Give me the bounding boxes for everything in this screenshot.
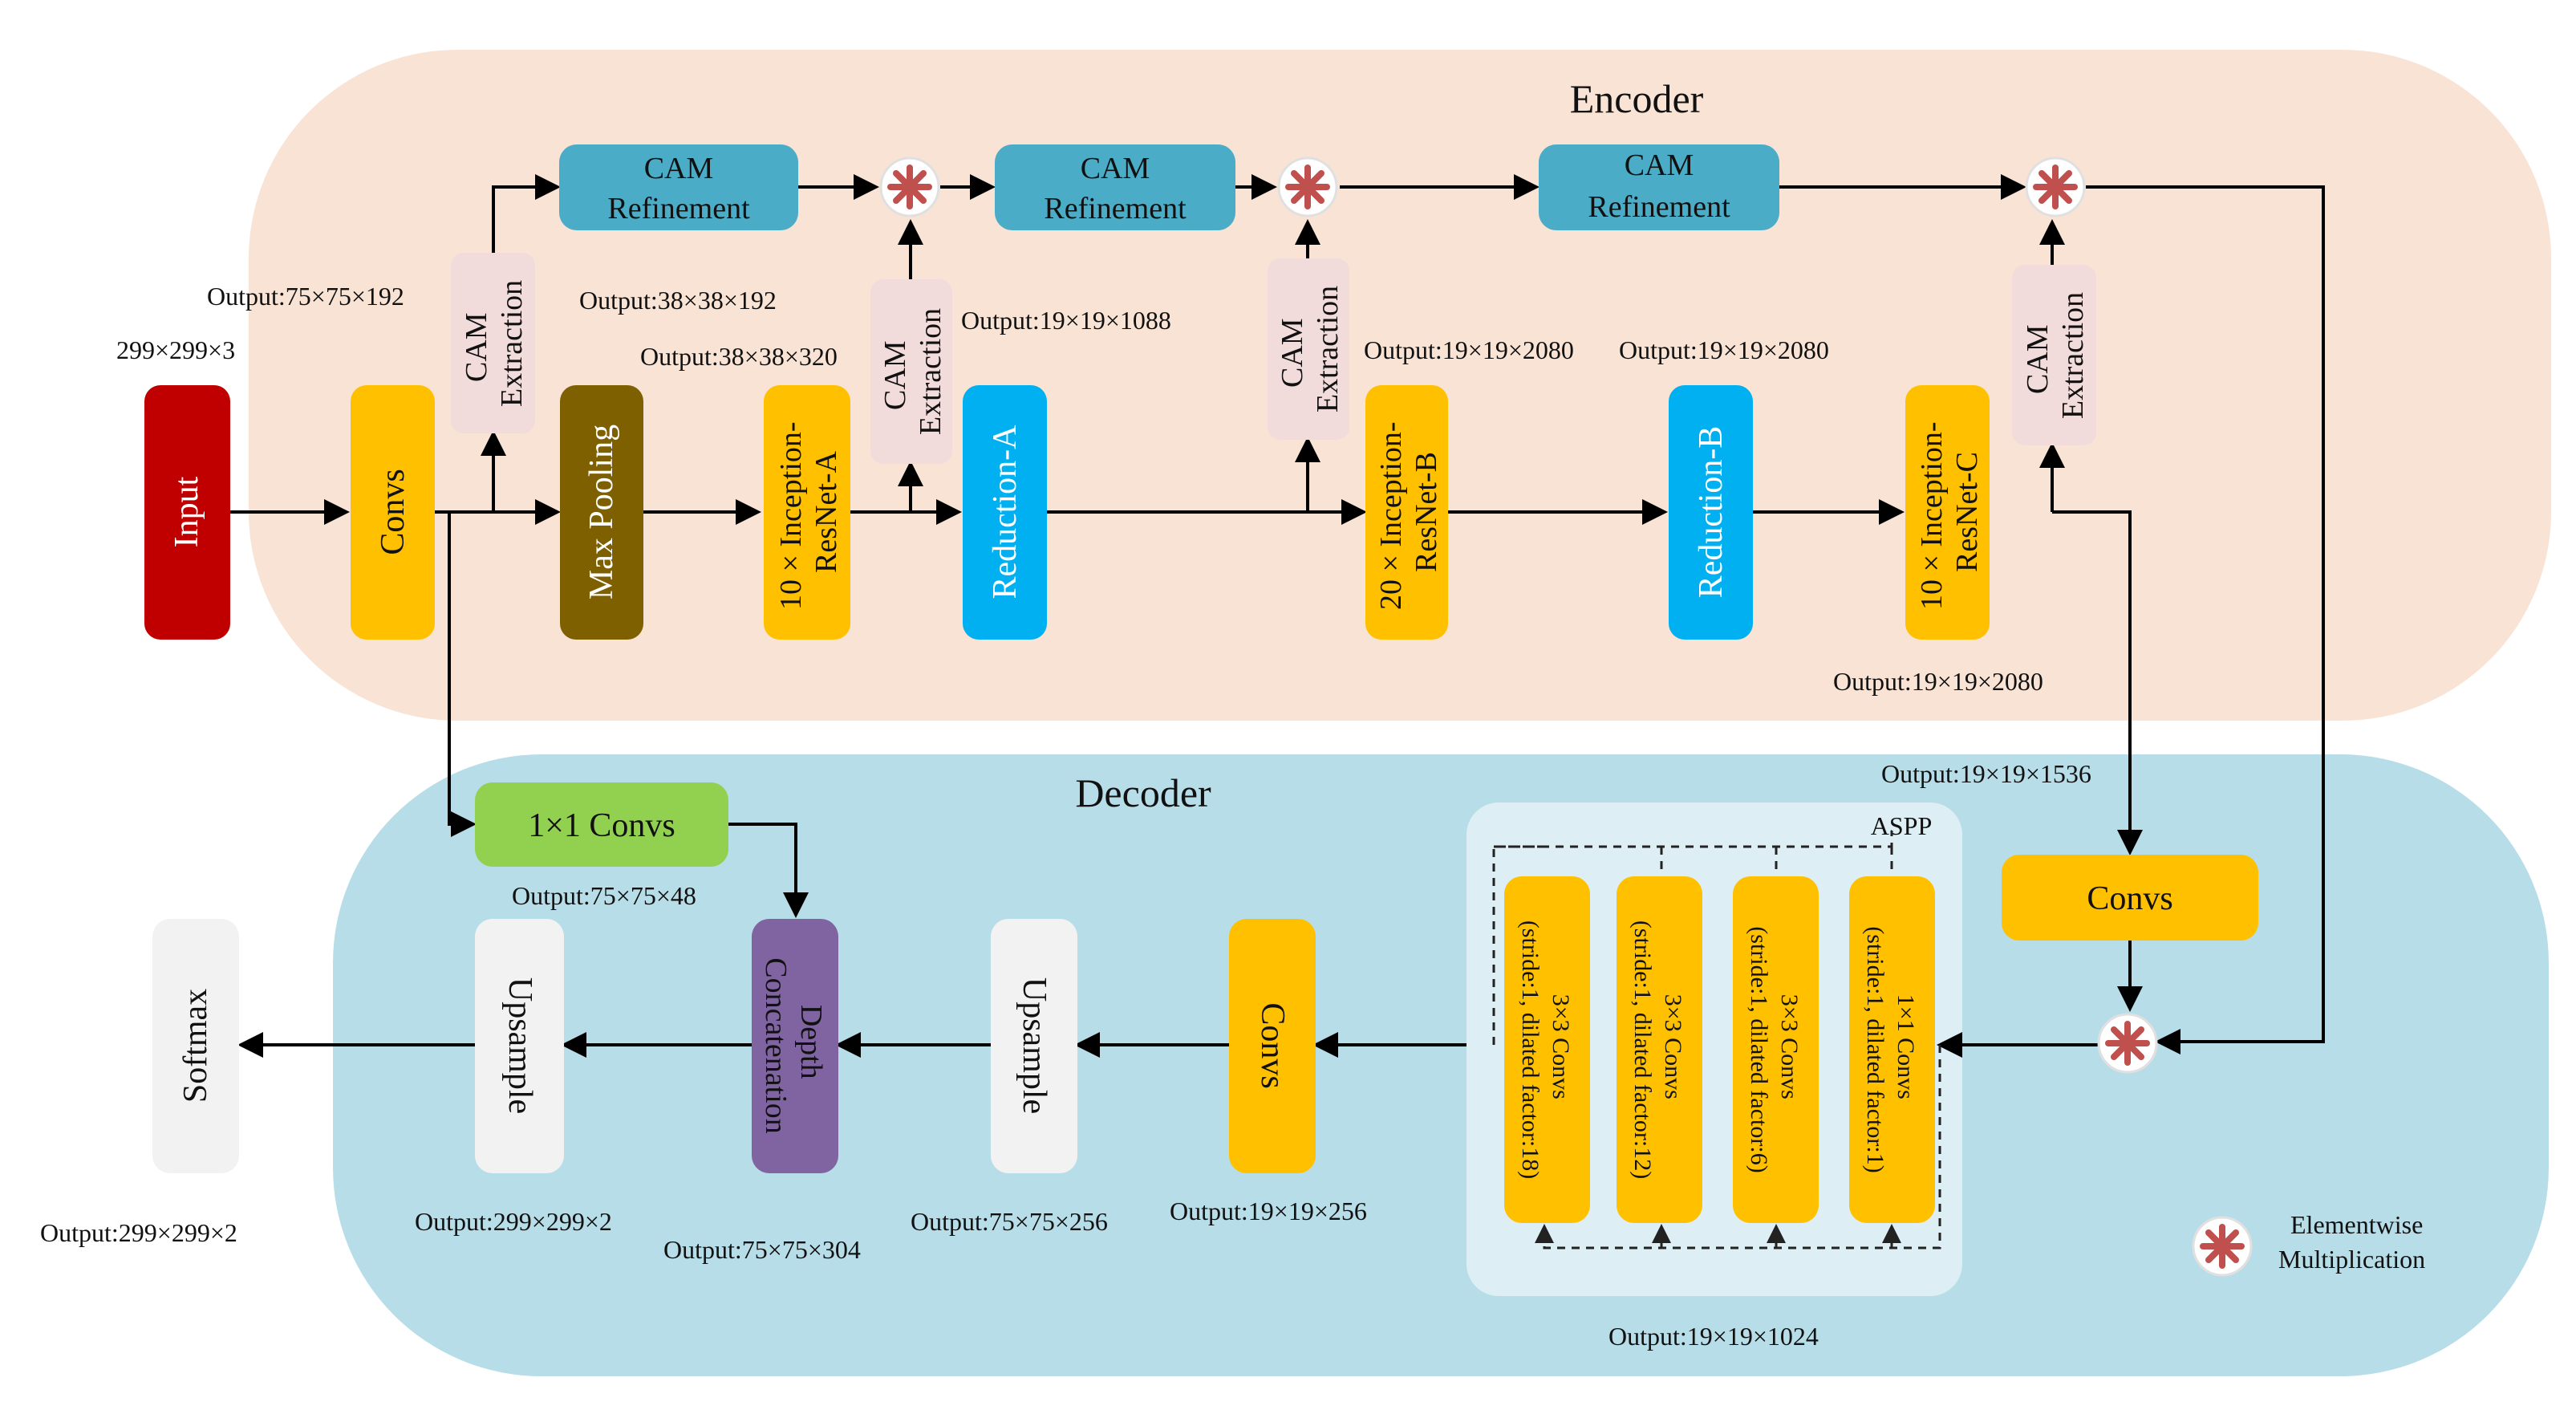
svg-text:Depth Concatenation: Depth Concatenation (759, 957, 828, 1133)
depth-concatenation-block: Depth Concatenation (752, 919, 838, 1173)
svg-text:Max Pooling: Max Pooling (583, 425, 620, 599)
legend-line-1: Elementwise (2290, 1210, 2423, 1239)
output-label: Output:19×19×256 (1170, 1197, 1367, 1225)
svg-text:Convs: Convs (375, 469, 412, 555)
svg-text:Refinement: Refinement (1044, 192, 1187, 226)
svg-text:CAM: CAM (1081, 152, 1150, 185)
output-label: Output:299×299×2 (40, 1218, 237, 1247)
output-label: Output:75×75×304 (663, 1235, 861, 1264)
cam-extraction-2: CAM Extraction (870, 279, 952, 464)
dimension-labels: 299×299×3 Output:75×75×192 Output:38×38×… (40, 282, 2091, 1351)
svg-text:Upsample: Upsample (501, 977, 538, 1114)
max-pooling-block: Max Pooling (560, 385, 643, 640)
convs-block-decoder: Convs (1229, 919, 1316, 1173)
aspp-branch-dilation-18: 3×3 Convs (stride:1, dilated factor:18) (1504, 876, 1590, 1223)
multiply-icon-3 (2026, 158, 2084, 216)
svg-text:Reduction-B: Reduction-B (1693, 426, 1730, 599)
svg-text:Reduction-A: Reduction-A (987, 425, 1024, 599)
conv-1x1-block: 1×1 Convs (475, 782, 728, 867)
multiply-icon-1 (881, 158, 939, 216)
svg-text:CAM Extraction: CAM Extraction (460, 280, 529, 407)
svg-text:CAM Extraction: CAM Extraction (1276, 286, 1345, 412)
output-label: Output:299×299×2 (415, 1207, 612, 1236)
output-label: Output:38×38×320 (640, 342, 838, 371)
output-label: Output:75×75×256 (911, 1207, 1108, 1236)
svg-text:10 × Inception- ResNet-A: 10 × Inception- ResNet-A (774, 414, 843, 610)
svg-text:Refinement: Refinement (1588, 190, 1730, 224)
inception-resnet-b-block: 20 × Inception- ResNet-B (1365, 385, 1448, 640)
multiply-icon-4 (2099, 1014, 2156, 1072)
multiply-icon (2193, 1217, 2251, 1275)
convs-block-encoder: Convs (351, 385, 435, 640)
aspp-branch-dilation-12: 3×3 Convs (stride:1, dilated factor:12) (1617, 876, 1702, 1223)
decoder-title: Decoder (1075, 770, 1211, 815)
svg-text:Refinement: Refinement (607, 192, 750, 226)
svg-text:Softmax: Softmax (177, 989, 214, 1103)
cam-refinement-2: CAM Refinement (995, 144, 1235, 230)
svg-text:Upsample: Upsample (1016, 977, 1053, 1114)
aspp-branch-dilation-6: 3×3 Convs (stride:1, dilated factor:6) (1733, 876, 1819, 1223)
reduction-b-block: Reduction-B (1669, 385, 1753, 640)
svg-text:20 × Inception- ResNet-B: 20 × Inception- ResNet-B (1374, 414, 1443, 610)
convs-block-right: Convs (2002, 855, 2258, 941)
svg-text:3×3 Convs (stride:1, dil: 3×3 Convs (stride:1, dilated factor:12) (1629, 920, 1686, 1179)
legend-line-2: Multiplication (2278, 1245, 2425, 1274)
encoder-connections (230, 174, 2325, 1054)
upsample-block-1: Upsample (991, 919, 1077, 1173)
inception-resnet-a-block: 10 × Inception- ResNet-A (764, 385, 850, 640)
cam-refinement-3: CAM Refinement (1539, 144, 1779, 230)
svg-text:Convs: Convs (2087, 880, 2172, 917)
output-label: Output:19×19×2080 (1364, 335, 1574, 364)
svg-text:Convs: Convs (1254, 1002, 1291, 1088)
svg-text:1×1 Convs (stride:1, dil: 1×1 Convs (stride:1, dilated factor:1) (1862, 926, 1919, 1172)
upsample-block-2: Upsample (475, 919, 564, 1173)
aspp-title: ASPP (1871, 811, 1933, 840)
multiply-icon-2 (1279, 158, 1337, 216)
legend: Elementwise Multiplication (2193, 1210, 2425, 1275)
svg-text:10 × Inception- ResNet-C: 10 × Inception- ResNet-C (1915, 414, 1984, 610)
svg-text:1×1 Convs: 1×1 Convs (528, 807, 675, 844)
output-label: Output:19×19×1024 (1608, 1322, 1819, 1351)
softmax-block: Softmax (152, 919, 239, 1173)
aspp-branch-dilation-1: 1×1 Convs (stride:1, dilated factor:1) (1849, 876, 1935, 1223)
input-block: Input (144, 385, 230, 640)
cam-refinement-1: CAM Refinement (559, 144, 798, 230)
svg-text:CAM Extraction: CAM Extraction (878, 308, 947, 435)
output-label: Output:19×19×1536 (1881, 759, 2091, 788)
output-label: Output:19×19×2080 (1619, 335, 1829, 364)
cam-extraction-3: CAM Extraction (1268, 258, 1349, 440)
svg-text:CAM: CAM (1625, 148, 1694, 182)
svg-text:CAM: CAM (644, 152, 714, 185)
encoder-title: Encoder (1570, 76, 1704, 121)
cam-extraction-4: CAM Extraction (2012, 265, 2096, 445)
decoder-region (333, 754, 2549, 1376)
output-label: Output:19×19×1088 (961, 306, 1171, 335)
output-label: Output:38×38×192 (579, 286, 777, 315)
aspp-connections (1492, 831, 1941, 1249)
inception-resnet-c-block: 10 × Inception- ResNet-C (1905, 385, 1990, 640)
svg-text:CAM Extraction: CAM Extraction (2021, 292, 2090, 419)
svg-text:3×3 Convs (stride:1, dil: 3×3 Convs (stride:1, dilated factor:18) (1517, 920, 1574, 1179)
svg-text:Input: Input (168, 476, 205, 547)
aspp-region (1466, 803, 1962, 1296)
input-size-label: 299×299×3 (116, 335, 235, 364)
svg-text:3×3 Convs (stride:1, dil: 3×3 Convs (stride:1, dilated factor:6) (1746, 926, 1803, 1172)
reduction-a-block: Reduction-A (963, 385, 1047, 640)
cam-extraction-1: CAM Extraction (451, 253, 535, 433)
output-label: Output:75×75×192 (207, 282, 404, 311)
output-label: Output:19×19×2080 (1833, 667, 2043, 696)
decoder-connections (237, 823, 2143, 1058)
output-label: Output:75×75×48 (512, 881, 696, 910)
